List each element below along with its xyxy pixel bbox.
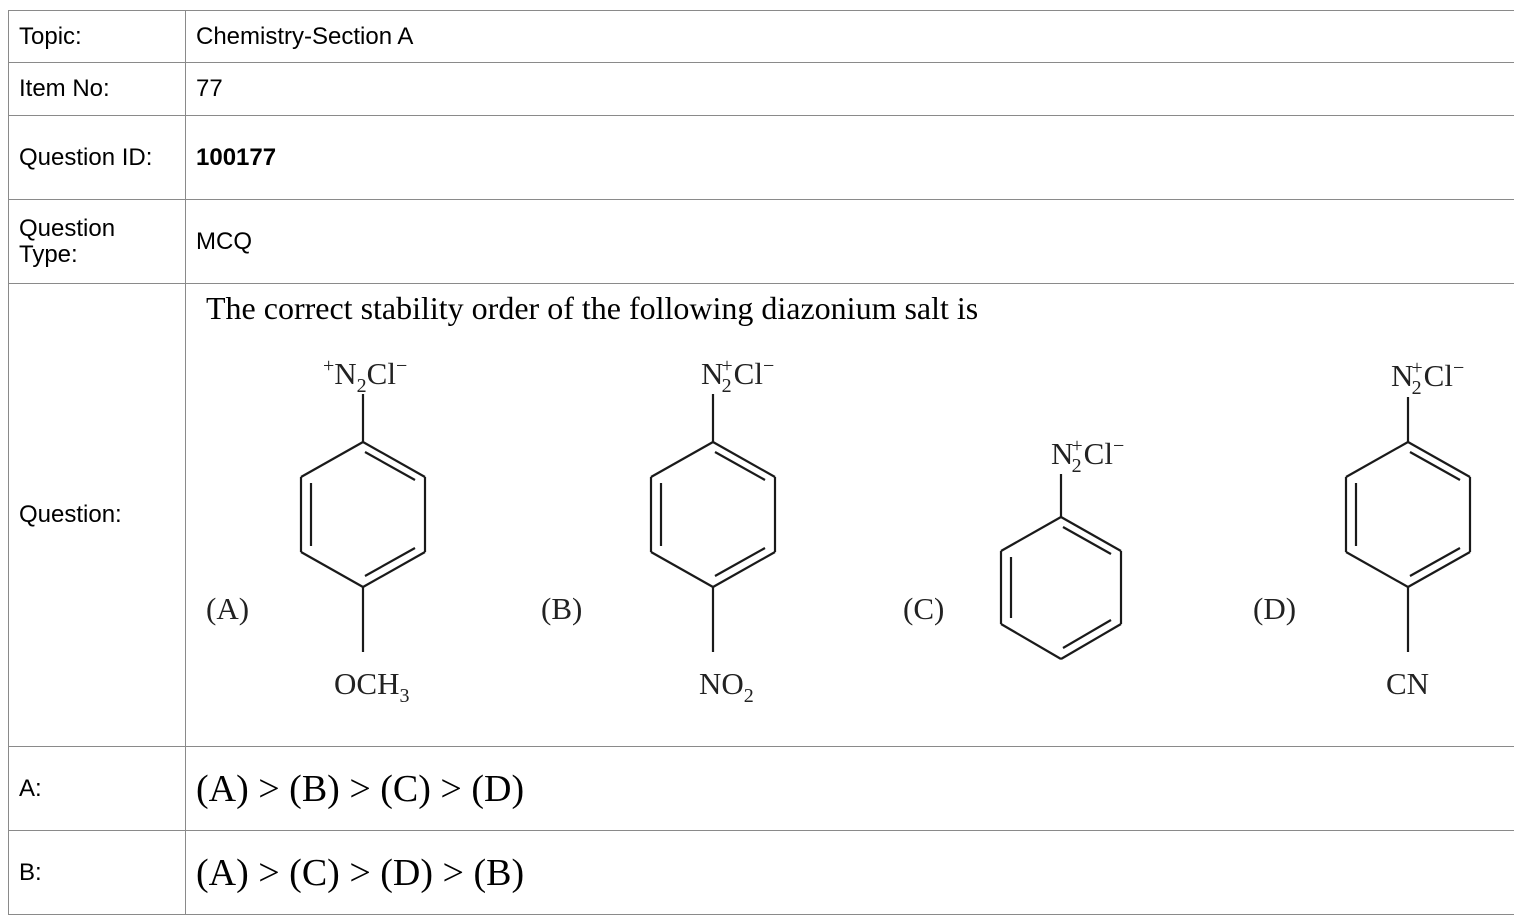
row-option-a: A: (A) > (B) > (C) > (D) — [9, 747, 1514, 831]
structure-c-ring — [1001, 474, 1121, 659]
item-no-label: Item No: — [9, 63, 186, 116]
row-question-id: Question ID: 100177 — [9, 116, 1514, 200]
row-question-type: Question Type: MCQ — [9, 200, 1514, 284]
question-detail-table: Topic: Chemistry-Section A Item No: 77 Q… — [8, 10, 1514, 915]
question-body: (A) +N2Cl− OCH3 — [186, 284, 1514, 747]
structure-b-ring — [651, 394, 775, 652]
structure-d-ring — [1346, 397, 1470, 652]
structure-a-group: +N2Cl− — [323, 355, 407, 397]
question-type-value: MCQ — [186, 200, 1514, 284]
structure-d-substituent: CN — [1386, 666, 1429, 701]
structure-b-group: N+2Cl− — [701, 355, 774, 397]
structure-a: (A) +N2Cl− OCH3 — [206, 355, 425, 707]
structure-a-ring — [301, 394, 425, 652]
question-type-label: Question Type: — [9, 200, 186, 284]
structure-d-tag: (D) — [1253, 591, 1296, 626]
structure-b-substituent: NO2 — [699, 666, 754, 707]
option-a-label: A: — [9, 747, 186, 831]
structure-a-substituent: OCH3 — [334, 666, 409, 707]
question-text: The correct stability order of the follo… — [206, 290, 978, 327]
topic-value: Chemistry-Section A — [186, 11, 1514, 63]
structure-b-tag: (B) — [541, 591, 582, 626]
structure-d: (D) N+2Cl− CN — [1253, 357, 1470, 701]
question-id-label: Question ID: — [9, 116, 186, 200]
structure-a-tag: (A) — [206, 591, 249, 626]
row-option-b: B: (A) > (C) > (D) > (B) — [9, 831, 1514, 915]
topic-label: Topic: — [9, 11, 186, 63]
option-b-label: B: — [9, 831, 186, 915]
option-a-value: (A) > (B) > (C) > (D) — [186, 747, 1514, 831]
question-label: Question: — [9, 284, 186, 747]
structure-d-group: N+2Cl− — [1391, 357, 1464, 399]
diazonium-structures: (A) +N2Cl− OCH3 — [186, 284, 1514, 746]
structure-c-tag: (C) — [903, 591, 944, 626]
row-item-no: Item No: 77 — [9, 63, 1514, 116]
structure-c-group: N+2Cl− — [1051, 435, 1124, 477]
item-no-value: 77 — [186, 63, 1514, 116]
row-question: Question: (A) — [9, 284, 1514, 747]
structure-b: (B) N+2Cl− NO2 — [541, 355, 775, 707]
question-id-value: 100177 — [186, 116, 1514, 200]
structure-c: (C) N+2Cl− — [903, 435, 1124, 659]
option-b-value: (A) > (C) > (D) > (B) — [186, 831, 1514, 915]
row-topic: Topic: Chemistry-Section A — [9, 11, 1514, 63]
